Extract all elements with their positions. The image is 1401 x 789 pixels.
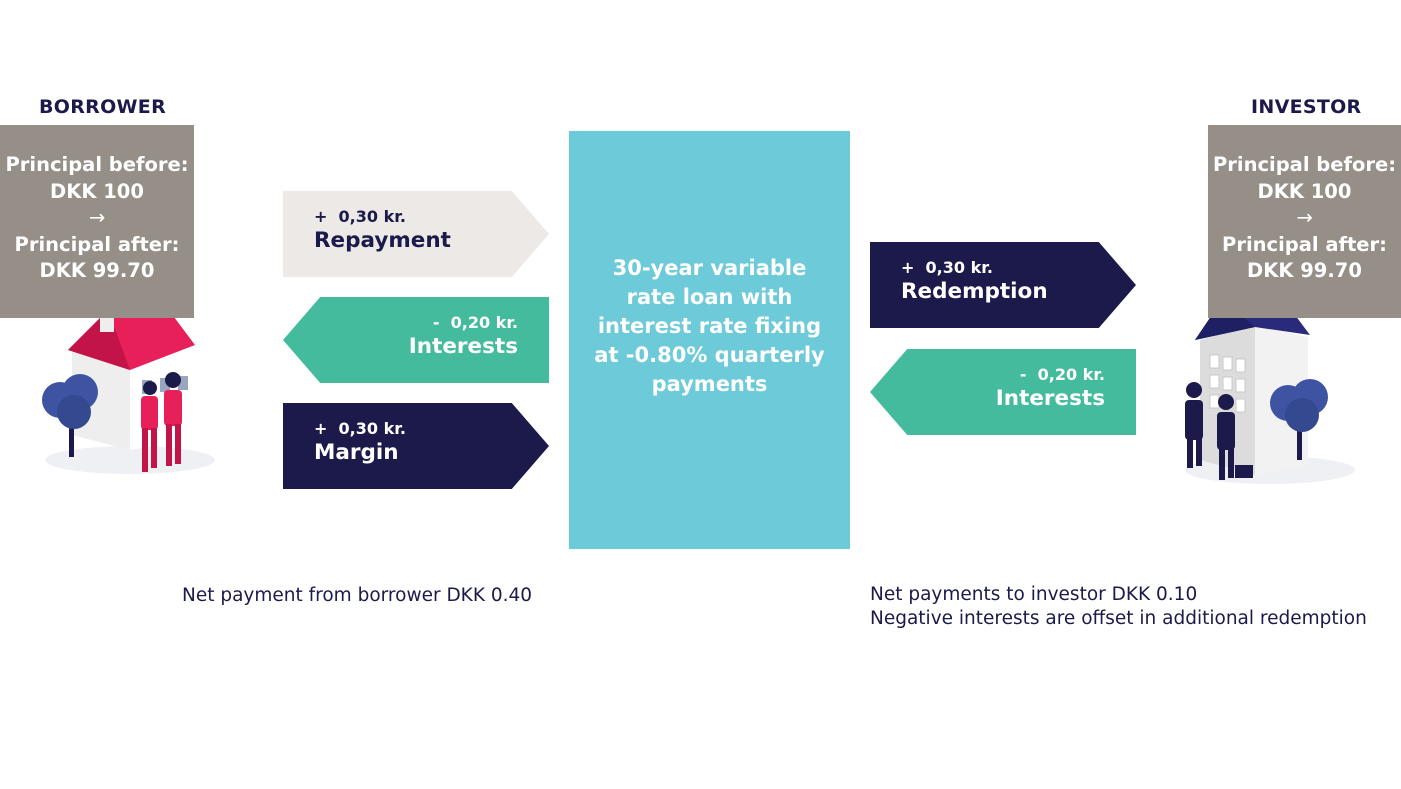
borrower-principal-after-label: Principal after:: [14, 232, 180, 256]
margin-label: Margin: [314, 440, 399, 465]
investor-net-note: Net payments to investor DKK 0.10: [870, 584, 1198, 605]
right-arrow-icon: →: [1296, 206, 1313, 229]
repayment-label: Repayment: [314, 228, 451, 253]
repayment-arrow: + 0,30 kr. Repayment: [283, 191, 549, 277]
borrower-interests-amount: - 0,20 kr.: [432, 313, 518, 332]
loan-line: interest rate fixing: [597, 314, 822, 338]
investor-interests-label: Interests: [995, 386, 1105, 411]
investor-principal-after-value: DKK 99.70: [1247, 259, 1362, 282]
loan-line: 30-year variable: [612, 256, 807, 280]
borrower-principal-after-value: DKK 99.70: [39, 259, 155, 282]
borrower-interests-arrow: - 0,20 kr. Interests: [283, 297, 549, 383]
borrower-principal-before-value: DKK 100: [50, 179, 144, 203]
investor-principal-box: Principal before: DKK 100 → Principal af…: [1208, 125, 1401, 318]
investor-principal-before-value: DKK 100: [1257, 179, 1352, 203]
investor-principal-after-label: Principal after:: [1222, 232, 1387, 256]
loan-line: payments: [651, 372, 768, 396]
right-arrow-icon: →: [88, 206, 106, 229]
redemption-label: Redemption: [901, 279, 1048, 304]
investor-interests-arrow: - 0,20 kr. Interests: [870, 349, 1136, 435]
investor-offset-note: Negative interests are offset in additio…: [870, 608, 1367, 629]
investor-label: INVESTOR: [1251, 96, 1362, 118]
loan-line: rate loan with: [626, 285, 793, 309]
loan-box: 30-year variable rate loan with interest…: [569, 131, 850, 549]
borrower-label: BORROWER: [39, 96, 167, 118]
margin-arrow: + 0,30 kr. Margin: [283, 403, 549, 489]
redemption-arrow: + 0,30 kr. Redemption: [870, 242, 1136, 328]
borrower-net-note: Net payment from borrower DKK 0.40: [182, 585, 533, 606]
borrower-principal-before-label: Principal before:: [5, 153, 189, 176]
loan-line: at -0.80% quarterly: [594, 343, 825, 367]
borrower-interests-label: Interests: [408, 334, 518, 359]
house-with-family-icon: [42, 305, 215, 474]
repayment-amount: + 0,30 kr.: [314, 207, 406, 226]
borrower-principal-box: Principal before: DKK 100 → Principal af…: [0, 125, 194, 318]
margin-amount: + 0,30 kr.: [314, 419, 406, 438]
investor-interests-amount: - 0,20 kr.: [1019, 365, 1105, 384]
investor-principal-before-label: Principal before:: [1212, 153, 1396, 176]
redemption-amount: + 0,30 kr.: [901, 258, 993, 277]
